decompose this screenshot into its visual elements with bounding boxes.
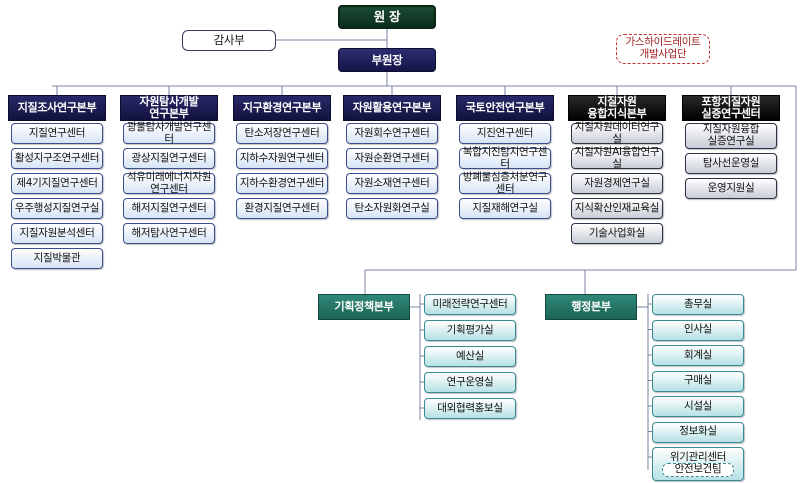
- unit-box[interactable]: 자원회수연구센터: [346, 123, 438, 144]
- unit-box[interactable]: 복합지진탐지연구센터: [459, 146, 551, 169]
- planning-hq-box[interactable]: 기획정책본부: [318, 294, 410, 320]
- admin-unit-box[interactable]: 정보화실: [652, 421, 744, 443]
- president-box[interactable]: 원 장: [338, 5, 436, 29]
- unit-box[interactable]: 지질자원융합 실증연구실: [685, 123, 777, 149]
- hq-box[interactable]: 지질조사연구본부: [8, 95, 106, 121]
- hq-box[interactable]: 자원활용연구본부: [343, 95, 441, 121]
- safety-health-team-box[interactable]: 안전보건팀: [662, 463, 734, 477]
- unit-box[interactable]: 지질자원데이터연구실: [571, 121, 663, 144]
- admin-unit-box[interactable]: 시설실: [652, 396, 744, 417]
- unit-box[interactable]: 지식확산인재교육실: [571, 198, 663, 219]
- unit-box[interactable]: 해저탐사연구센터: [123, 223, 215, 244]
- unit-box[interactable]: 지하수환경연구센터: [236, 173, 328, 194]
- unit-box[interactable]: 자원소재연구센터: [346, 173, 438, 194]
- planning-unit-box[interactable]: 대외협력홍보실: [424, 398, 516, 419]
- unit-box[interactable]: 석유미래에너지자원연구센터: [123, 171, 215, 194]
- unit-box[interactable]: 기술사업화실: [571, 223, 663, 244]
- unit-box[interactable]: 지질자원AI융합연구실: [571, 146, 663, 169]
- unit-box[interactable]: 자원순환연구센터: [346, 148, 438, 169]
- unit-box[interactable]: 환경지질연구센터: [236, 198, 328, 219]
- hq-box[interactable]: 지질자원 융합지식본부: [568, 95, 666, 121]
- unit-box[interactable]: 지질재해연구실: [459, 198, 551, 219]
- planning-unit-box[interactable]: 연구운영실: [424, 372, 516, 393]
- unit-box[interactable]: 자원경제연구실: [571, 173, 663, 194]
- hq-box[interactable]: 포항지질자원 실증연구센터: [682, 95, 780, 121]
- unit-box[interactable]: 우주행성지질연구실: [11, 198, 103, 219]
- hq-box[interactable]: 지구환경연구본부: [233, 95, 331, 121]
- unit-box[interactable]: 운영지원실: [685, 178, 777, 199]
- unit-box[interactable]: 해저지질연구센터: [123, 198, 215, 219]
- unit-box[interactable]: 지질자원분석센터: [11, 223, 103, 244]
- admin-unit-box[interactable]: 인사실: [652, 319, 744, 341]
- unit-box[interactable]: 제4기지질연구센터: [11, 173, 103, 194]
- unit-box[interactable]: 지진연구센터: [459, 123, 551, 144]
- unit-box[interactable]: 지질박물관: [11, 248, 103, 269]
- unit-box[interactable]: 활성지구조연구센터: [11, 148, 103, 169]
- unit-box[interactable]: 지질연구센터: [11, 123, 103, 144]
- planning-unit-box[interactable]: 미래전략연구센터: [424, 294, 516, 315]
- unit-box[interactable]: 광상지질연구센터: [123, 148, 215, 169]
- unit-box[interactable]: 탐사선운영실: [685, 153, 777, 174]
- admin-unit-box[interactable]: 회계실: [652, 345, 744, 366]
- gas-hydrate-project-box[interactable]: 가스하이드레이트 개발사업단: [616, 34, 710, 64]
- planning-unit-box[interactable]: 예산실: [424, 346, 516, 367]
- planning-unit-box[interactable]: 기획평가실: [424, 320, 516, 341]
- unit-box[interactable]: 광물탐사개발연구센터: [123, 121, 215, 144]
- unit-box[interactable]: 방폐물심층처분연구센터: [459, 171, 551, 194]
- admin-unit-box[interactable]: 구매실: [652, 370, 744, 392]
- admin-hq-box[interactable]: 행정본부: [545, 294, 637, 320]
- hq-box[interactable]: 자원탐사개발 연구본부: [120, 95, 218, 121]
- unit-box[interactable]: 지하수자원연구센터: [236, 148, 328, 169]
- hq-box[interactable]: 국토안전연구본부: [456, 95, 554, 121]
- admin-unit-box[interactable]: 총무실: [652, 294, 744, 315]
- vice-president-box[interactable]: 부원장: [338, 48, 436, 72]
- audit-box[interactable]: 감사부: [182, 30, 276, 51]
- unit-box[interactable]: 탄소자원화연구실: [346, 198, 438, 219]
- unit-box[interactable]: 탄소저장연구센터: [236, 123, 328, 144]
